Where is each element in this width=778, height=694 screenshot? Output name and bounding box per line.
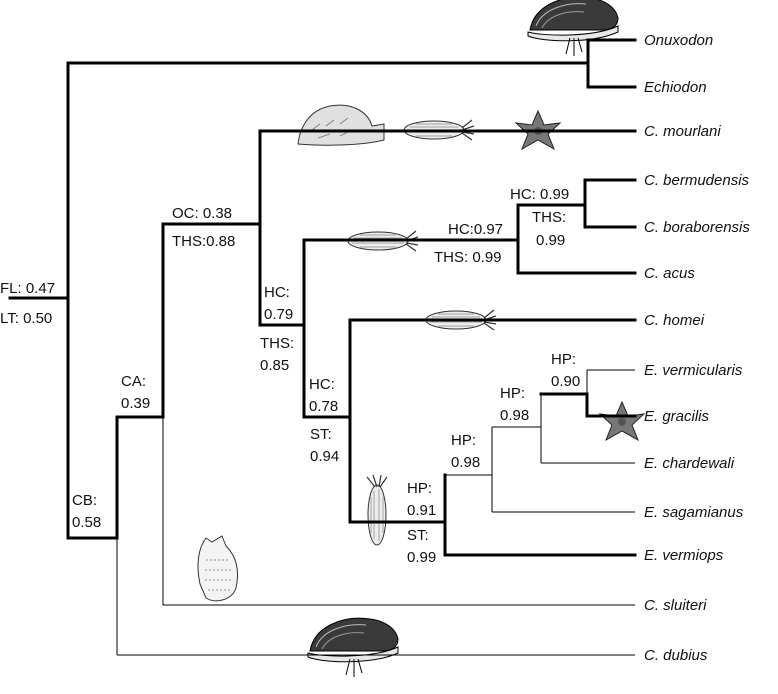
node-label: CB:	[72, 492, 97, 509]
node-label: HP:	[551, 351, 576, 368]
taxon-label: C. dubius	[644, 647, 708, 664]
taxon-label: E. vermicularis	[644, 362, 743, 379]
node-label: FL: 0.47	[0, 280, 55, 297]
node-label: THS:	[532, 209, 566, 226]
node-label: 0.94	[310, 448, 339, 465]
node-label: ST:	[407, 527, 429, 544]
sea-cucumber-icon	[366, 474, 388, 546]
node-label: HP:	[451, 432, 476, 449]
taxon-label: E. gracilis	[644, 408, 710, 425]
node-label: CA:	[121, 373, 146, 390]
node-label: 0.91	[407, 502, 436, 519]
node-label: THS:	[260, 335, 294, 352]
taxon-label: C. acus	[644, 265, 695, 282]
node-label: 0.78	[309, 398, 338, 415]
node-label: HC: 0.99	[510, 186, 569, 203]
bivalve-icon	[307, 617, 399, 678]
node-label: HC:	[264, 284, 290, 301]
node-label: OC: 0.38	[172, 205, 232, 222]
node-label: ST:	[310, 426, 332, 443]
node-label: 0.99	[407, 549, 436, 566]
node-label: THS:0.88	[172, 233, 235, 250]
taxon-label: C. bermudensis	[644, 172, 750, 189]
taxon-label: Onuxodon	[644, 32, 713, 49]
bivalve-icon	[527, 0, 619, 57]
taxon-label: E. chardewali	[644, 455, 735, 472]
taxon-label: E. vermiops	[644, 547, 724, 564]
node-label: 0.99	[536, 232, 565, 249]
node-label: 0.90	[551, 373, 580, 390]
node-label: HC:0.97	[448, 221, 503, 238]
sea-star-icon	[599, 401, 645, 441]
node-label: 0.98	[500, 407, 529, 424]
node-label: 0.58	[72, 514, 101, 531]
sea-slug-icon	[297, 104, 385, 146]
node-label: THS: 0.99	[434, 249, 502, 266]
node-label: 0.39	[121, 395, 150, 412]
node-label: 0.98	[451, 454, 480, 471]
node-label: HP:	[407, 480, 432, 497]
tree-branches	[8, 38, 637, 656]
taxon-label: Echiodon	[644, 79, 707, 96]
node-label: 0.79	[264, 306, 293, 323]
node-label: 0.85	[260, 357, 289, 374]
taxon-label: C. sluiteri	[644, 597, 707, 614]
taxon-label: C. boraborensis	[644, 219, 750, 236]
taxon-label: E. sagamianus	[644, 504, 744, 521]
node-label: LT: 0.50	[0, 310, 52, 327]
taxon-label: C. mourlani	[644, 123, 721, 140]
node-label: HC:	[309, 376, 335, 393]
tunicate-icon	[197, 535, 239, 602]
node-label: HP:	[500, 385, 525, 402]
taxon-label: C. homei	[644, 312, 705, 329]
